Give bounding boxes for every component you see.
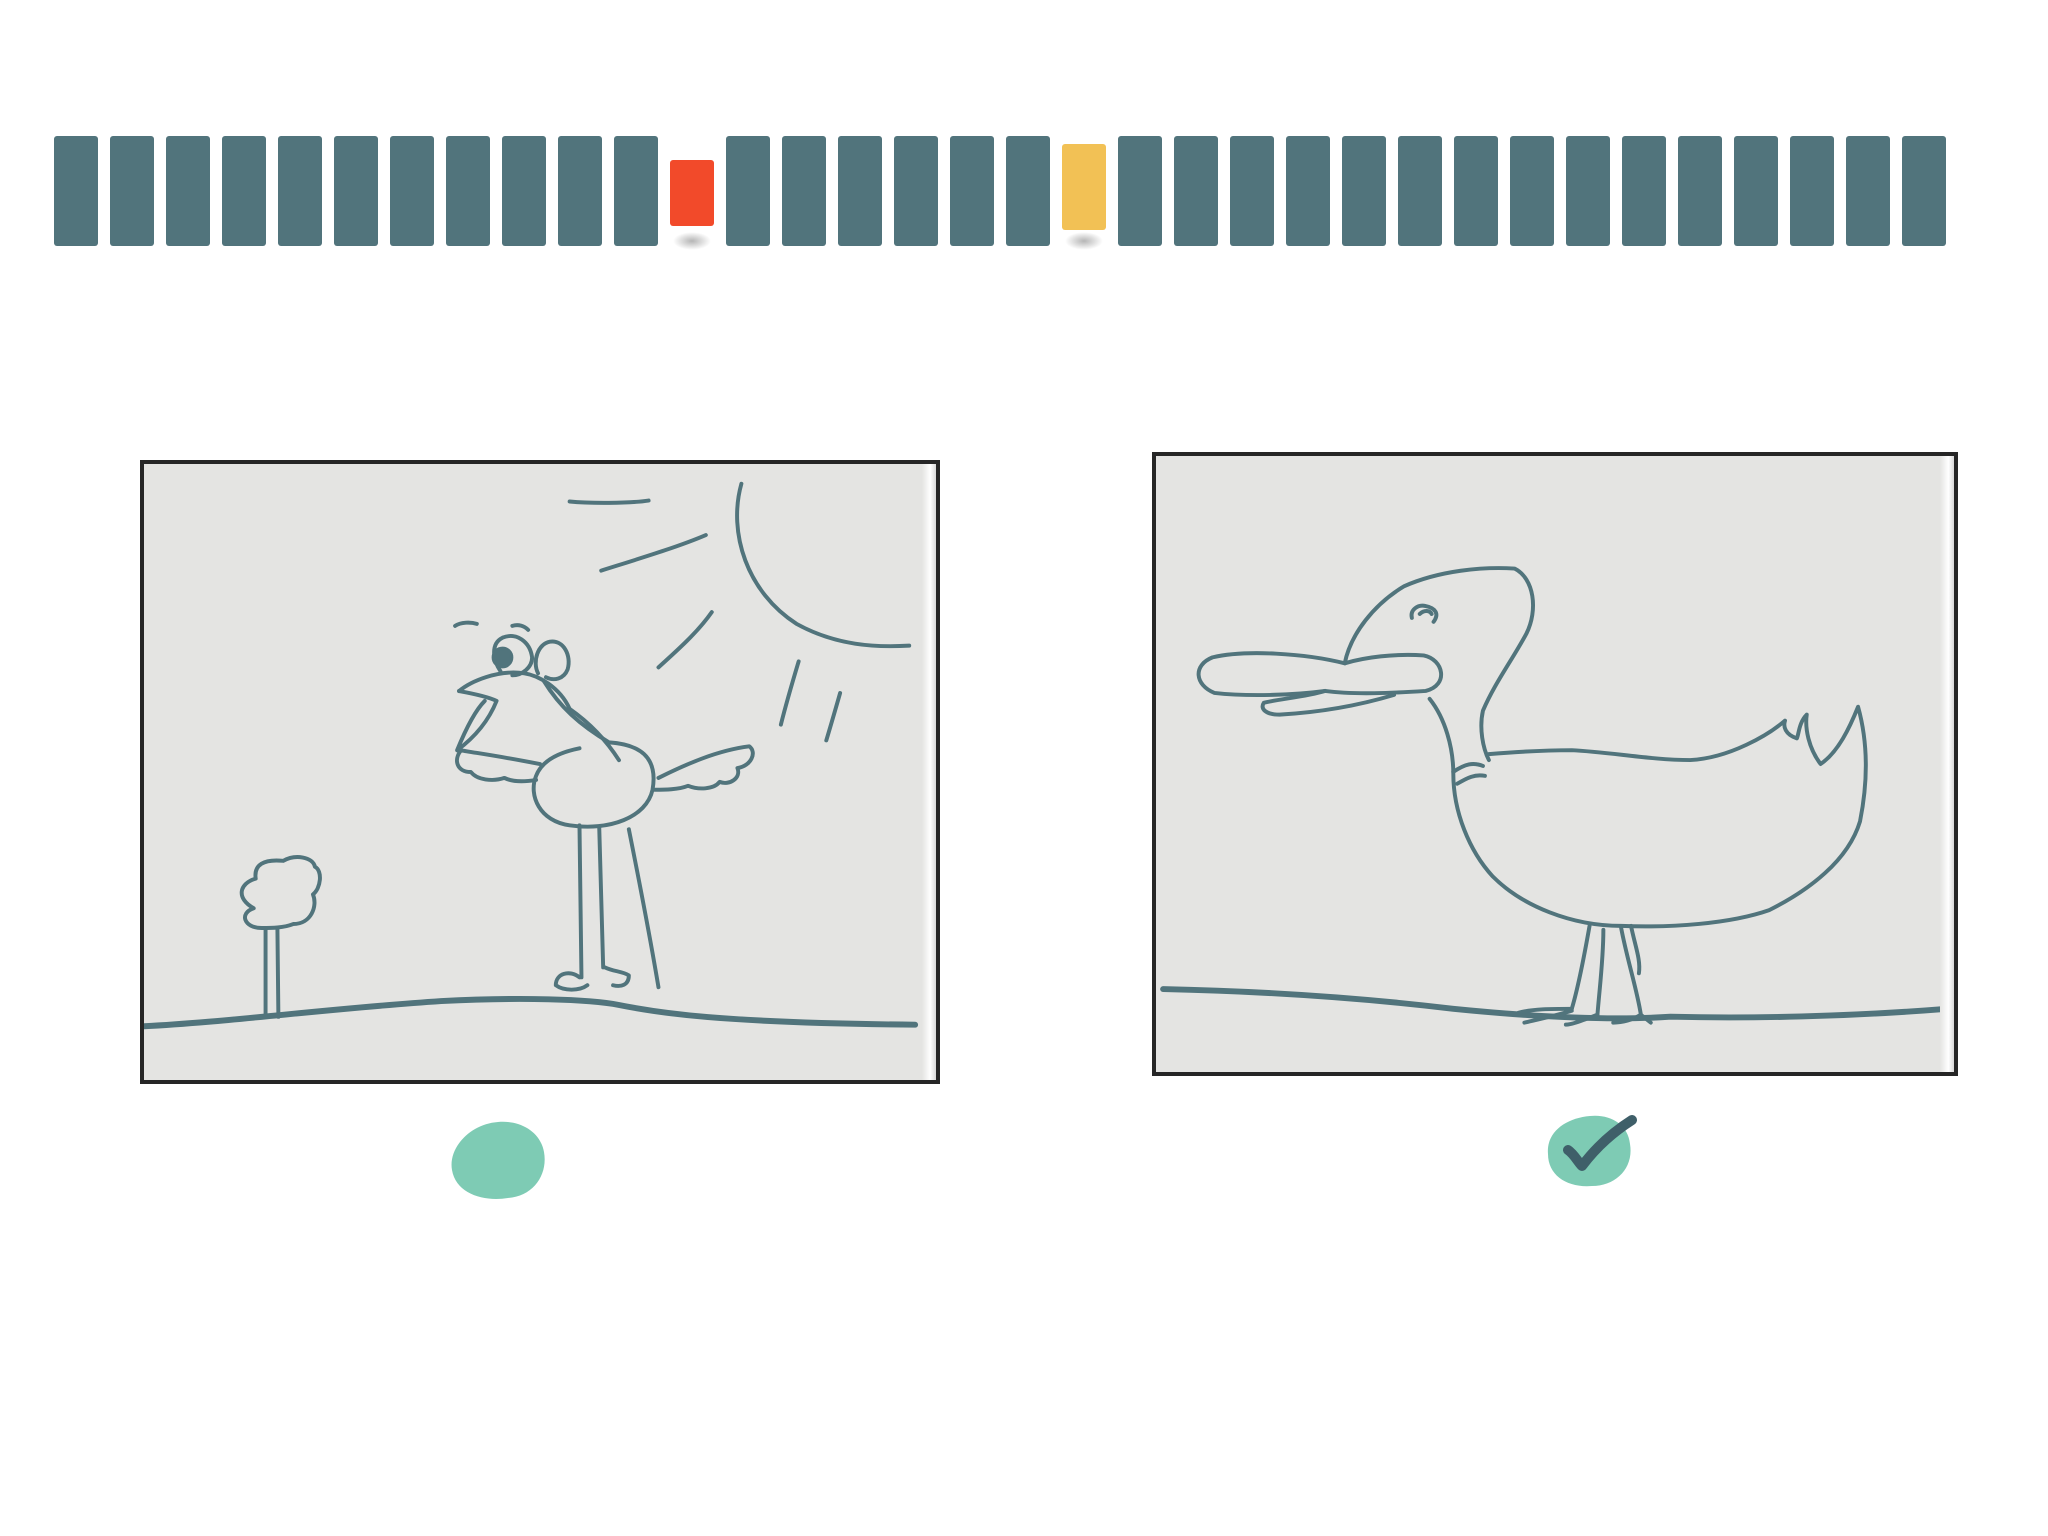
progress-segment-answered [1454,136,1498,246]
progress-segment-answered [1286,136,1330,246]
progress-segment-answered [1174,136,1218,246]
progress-segment-answered [838,136,882,246]
progress-segment-shadow [673,232,711,250]
progress-segment-answered [1342,136,1386,246]
progress-segment-answered [950,136,994,246]
progress-segment-answered [558,136,602,246]
progress-segment-answered [614,136,658,246]
checkmark-icon [1547,1115,1637,1187]
progress-segment-answered [1398,136,1442,246]
duck-drawing [1160,566,1950,1027]
progress-segment-answered [1118,136,1162,246]
progress-segment-skipped [1062,144,1106,230]
progress-segment-answered [1622,136,1666,246]
progress-segment-shadow [1065,232,1103,250]
progress-segment-answered [502,136,546,246]
progress-segment-answered [446,136,490,246]
progress-segment-answered [166,136,210,246]
progress-segment-answered [1566,136,1610,246]
progress-segment-answered [1790,136,1834,246]
progress-segment-answered [782,136,826,246]
progress-segment-answered [1846,136,1890,246]
progress-segment-answered [334,136,378,246]
choice-indicator-left[interactable] [448,1118,548,1202]
progress-segment-answered [726,136,770,246]
progress-segment-answered [894,136,938,246]
teal-blob-icon [451,1121,545,1199]
question-progress-bar [0,0,2048,300]
progress-segment-answered [54,136,98,246]
progress-segment-answered [390,136,434,246]
choice-indicator-right[interactable] [1544,1110,1637,1190]
bird-drawing [144,481,919,1030]
drawing-option-left[interactable] [140,460,940,1084]
progress-segment-answered [1230,136,1274,246]
progress-segment-answered [1678,136,1722,246]
progress-segment-answered [278,136,322,246]
progress-segment-answered [222,136,266,246]
progress-segment-answered [1902,136,1946,246]
progress-segment-answered [110,136,154,246]
progress-segment-answered [1006,136,1050,246]
drawing-option-right[interactable] [1152,452,1958,1076]
progress-segment-answered [1734,136,1778,246]
progress-segment-answered [1510,136,1554,246]
progress-segment-wrong [670,160,714,226]
